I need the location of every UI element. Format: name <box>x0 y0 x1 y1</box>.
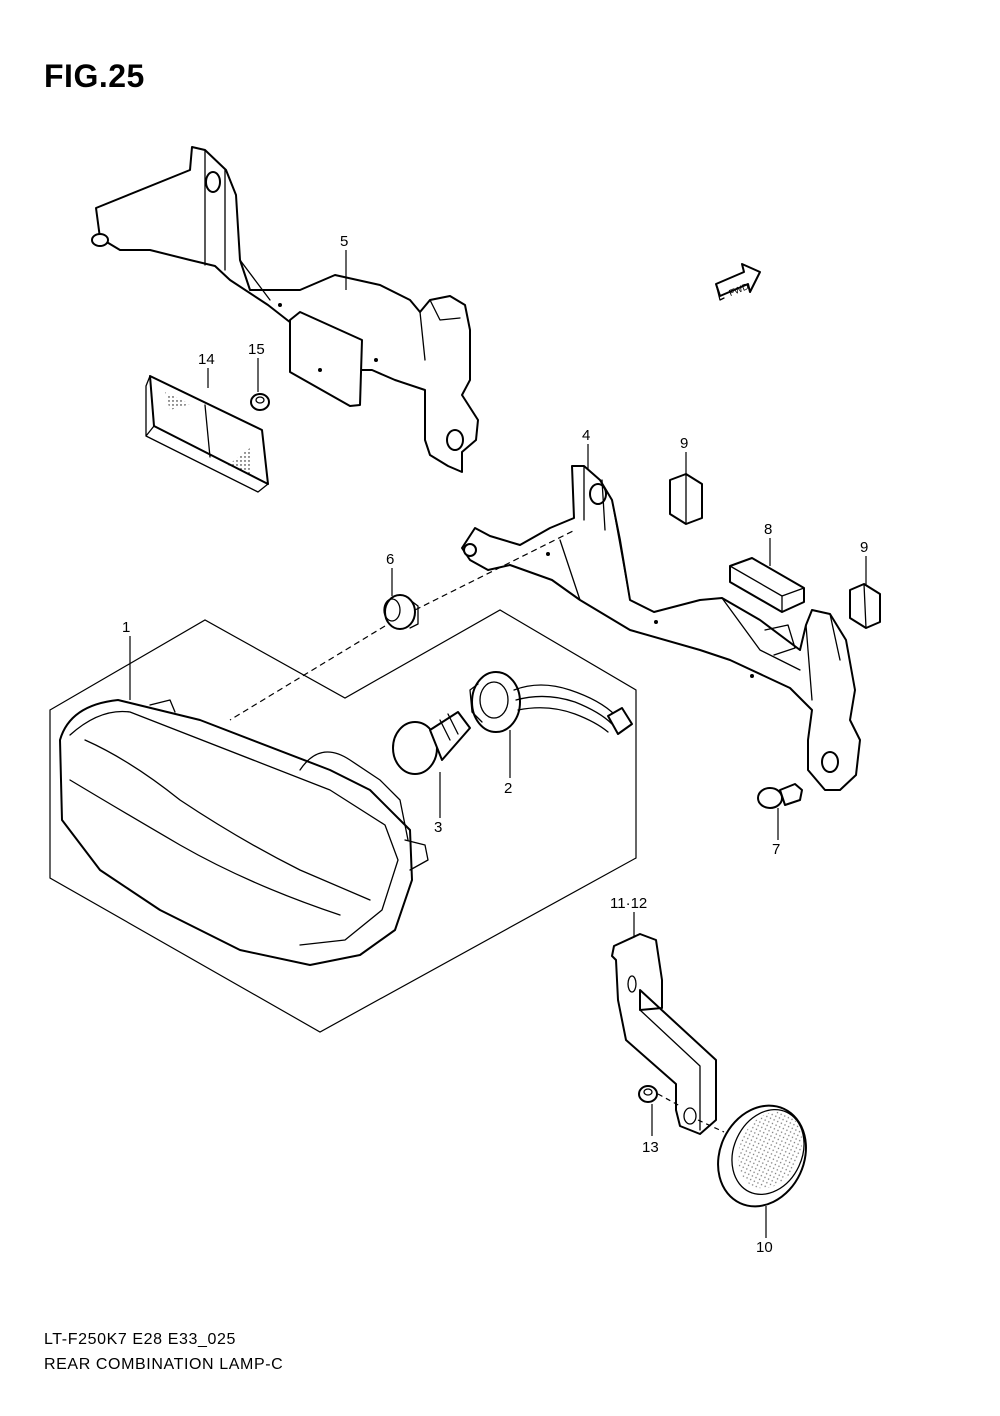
figure-title: FIG.25 <box>44 58 145 94</box>
bulb-part-3 <box>392 711 471 775</box>
reflector-part-14 <box>145 375 269 493</box>
stay-part-11-12 <box>611 933 717 1135</box>
callout-9-lower: 9 <box>860 539 868 556</box>
callout-10: 10 <box>756 1239 773 1256</box>
callout-7: 7 <box>772 841 780 858</box>
round-reflector-part-10 <box>717 1104 807 1208</box>
cushion-part-9-upper <box>669 473 703 525</box>
nut-part-15 <box>250 393 270 411</box>
callout-2: 2 <box>504 780 512 797</box>
lamp-assembly-box <box>49 609 637 1033</box>
lower-bracket-part-4 <box>461 465 861 791</box>
callout-leaders <box>129 250 867 1238</box>
callout-8: 8 <box>764 521 772 538</box>
callout-4: 4 <box>582 427 590 444</box>
cushion-part-9-lower <box>849 583 881 629</box>
fwd-arrow-icon: FWD <box>715 263 761 301</box>
screw-part-7 <box>757 783 803 809</box>
callout-11-12: 11·12 <box>610 895 647 912</box>
pad-part-8 <box>729 557 805 613</box>
callout-1: 1 <box>122 619 130 636</box>
socket-part-2 <box>469 671 633 735</box>
callout-5: 5 <box>340 233 348 250</box>
grommet-part-6 <box>383 594 419 630</box>
callout-13: 13 <box>642 1139 659 1156</box>
callout-15: 15 <box>248 341 265 358</box>
upper-bracket-part-5 <box>91 146 479 473</box>
nut-part-13 <box>638 1085 658 1103</box>
callout-14: 14 <box>198 351 215 368</box>
rear-lamp-part-1 <box>59 699 429 966</box>
callout-9-upper: 9 <box>680 435 688 452</box>
callout-6: 6 <box>386 551 394 568</box>
diagram-code: LT-F250K7 E28 E33_025 <box>44 1331 236 1348</box>
callout-3: 3 <box>434 819 442 836</box>
diagram-caption: REAR COMBINATION LAMP-C <box>44 1356 284 1373</box>
